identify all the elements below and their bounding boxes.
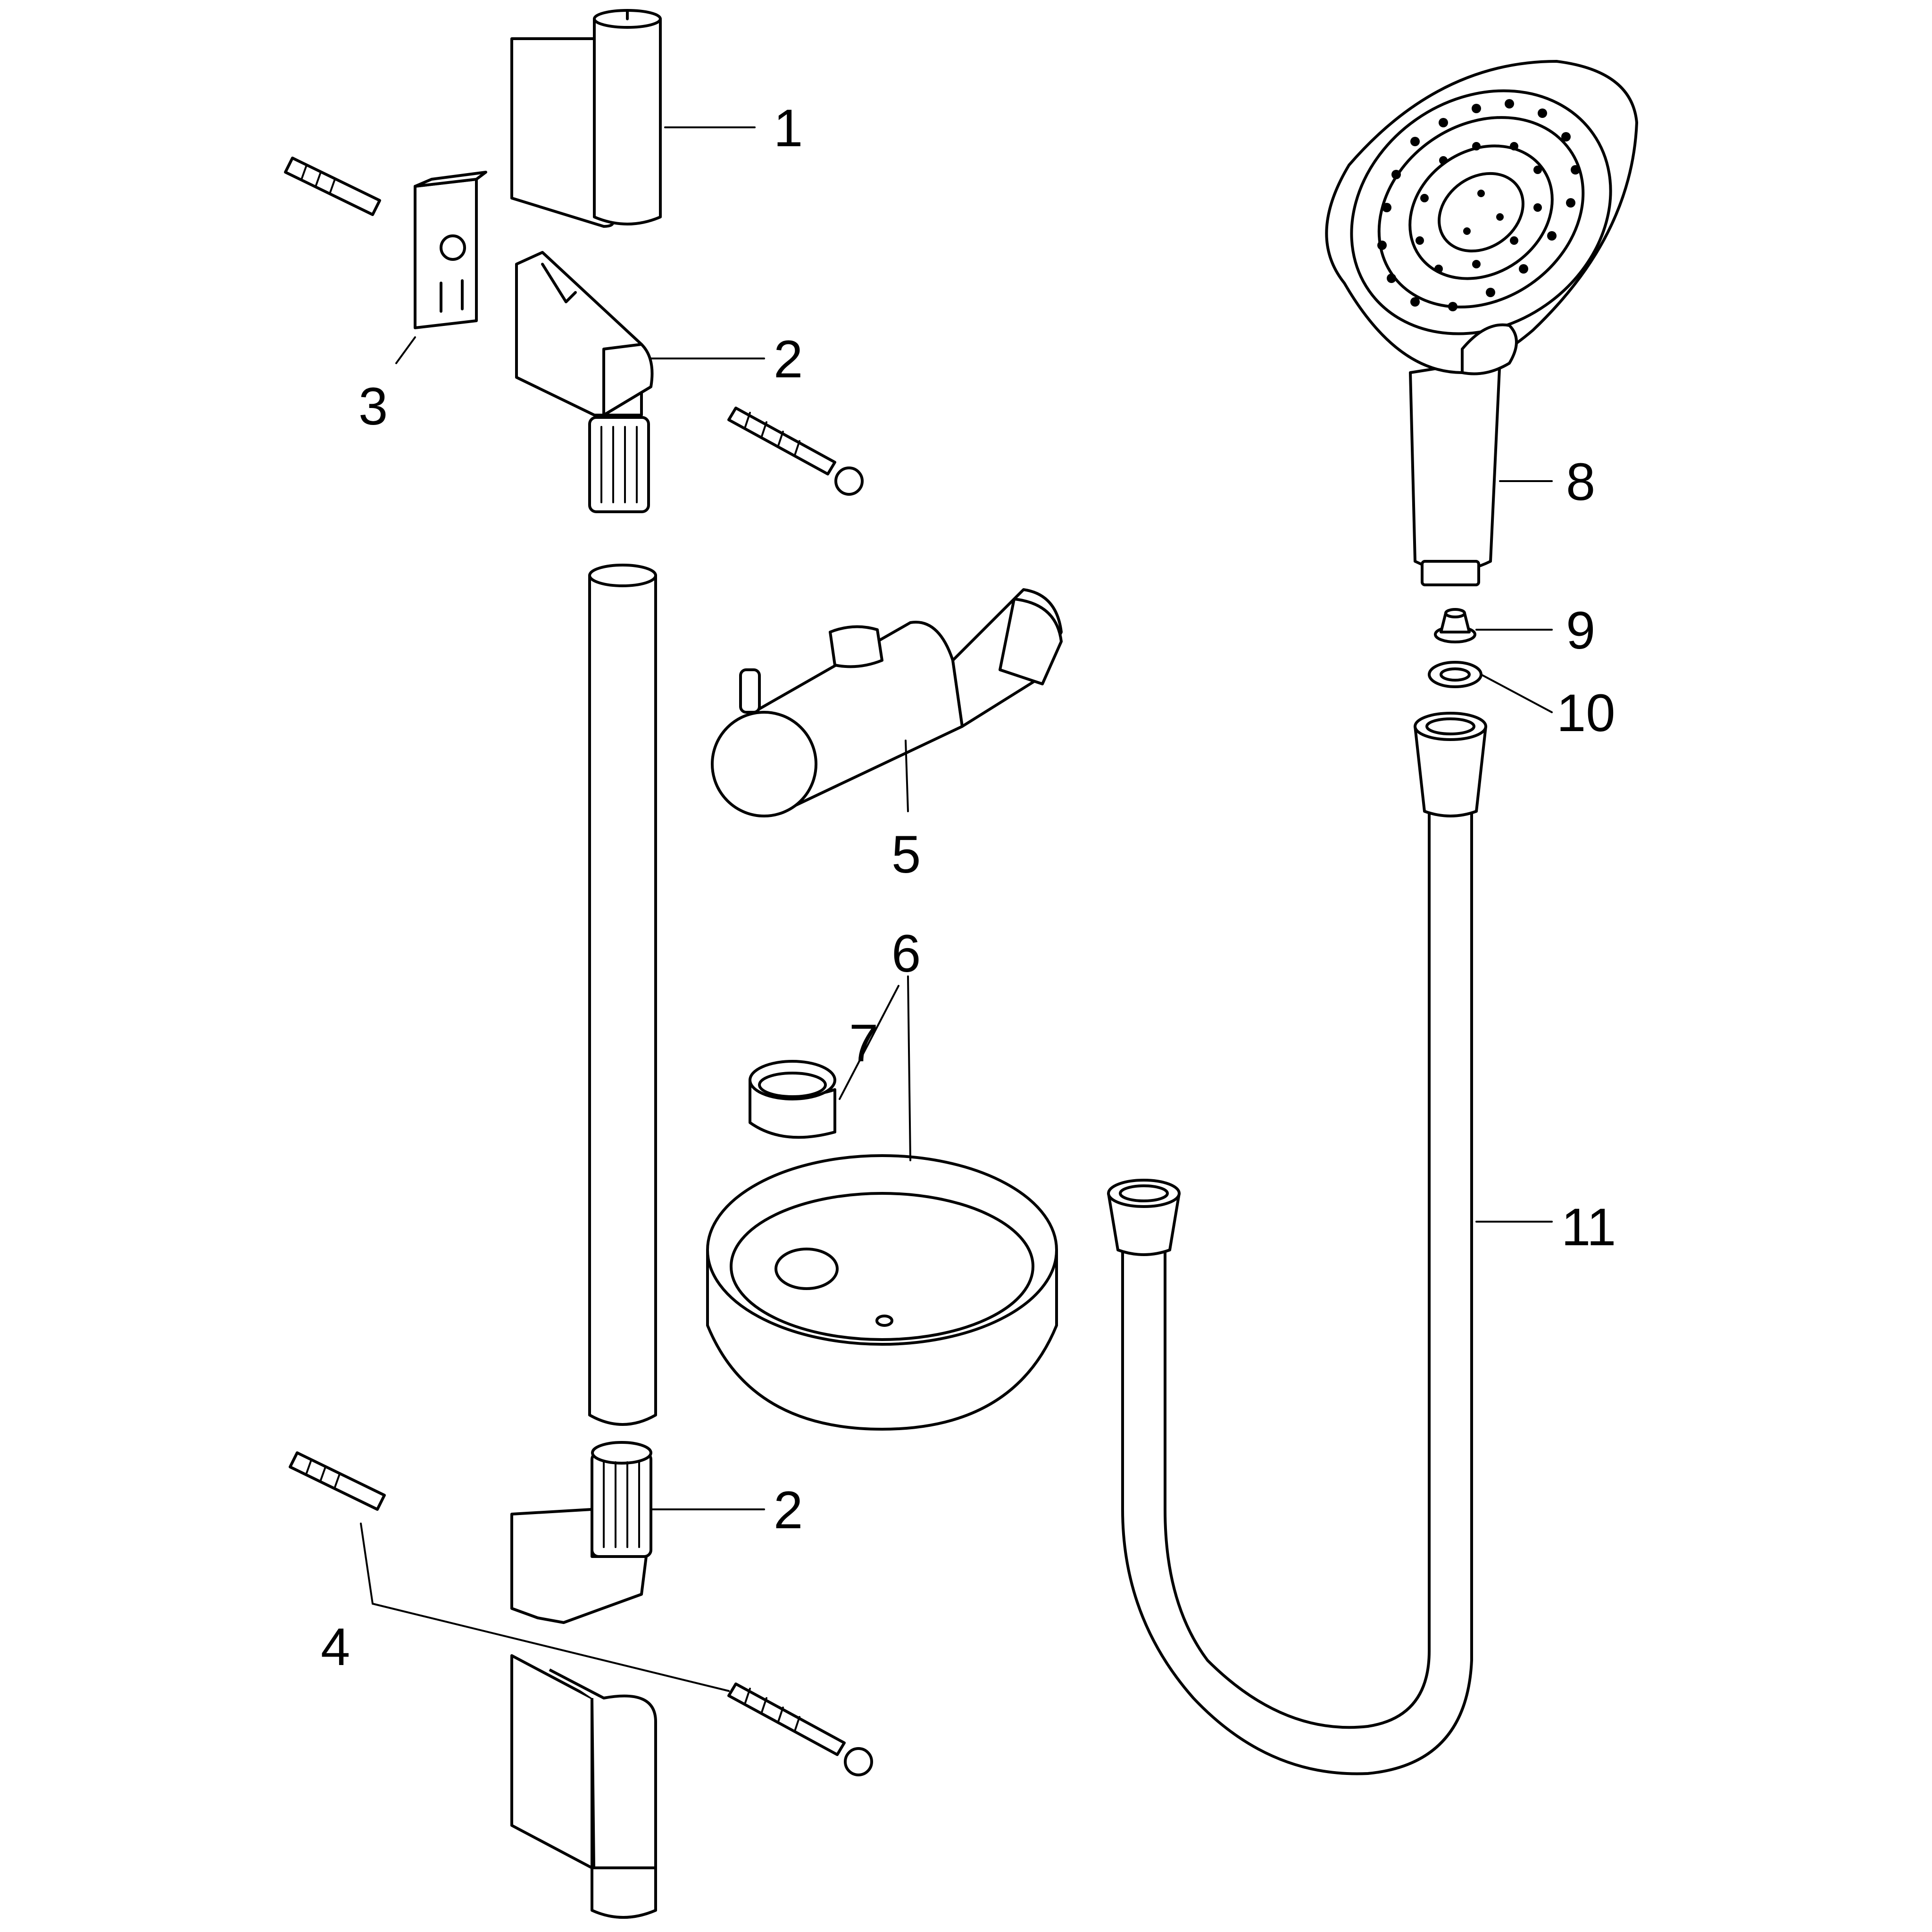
part-hand-shower: [1325, 60, 1638, 586]
slide-rail: [588, 564, 657, 1426]
part-soap-dish: [706, 1154, 1058, 1431]
callout-2-lower: 2: [774, 1481, 803, 1540]
part-bottom-cover: [510, 1654, 657, 1919]
part-washer: [1428, 661, 1482, 688]
wall-plug-lower: [289, 1451, 386, 1511]
part-filter-screen: [1434, 608, 1476, 643]
spray-face-nozzles: [1377, 99, 1585, 311]
part-lower-bracket: [510, 1441, 652, 1624]
part-clip-ring: [749, 1060, 836, 1139]
part-shower-hose: [1107, 712, 1487, 1775]
part-mounting-plate: [414, 171, 487, 329]
part-top-cover: [510, 9, 662, 228]
callout-11: 11: [1561, 1198, 1616, 1257]
part-upper-bracket: [515, 251, 654, 513]
callout-labels: 1 2 3 2 4 5 6 7 8 9 10 11: [321, 99, 1616, 1676]
callout-3: 3: [358, 377, 388, 436]
callout-1: 1: [774, 99, 803, 158]
callout-5: 5: [891, 825, 921, 884]
part-slider-holder: [711, 588, 1063, 817]
callout-2-upper: 2: [774, 330, 803, 389]
ribbed-adapter-upper-ribs: [600, 426, 638, 503]
ribbed-adapter-lower-ribs: [603, 1461, 640, 1548]
wall-plug-top: [284, 157, 381, 216]
callout-10: 10: [1557, 683, 1616, 742]
screw-upper: [727, 407, 864, 496]
callout-7: 7: [849, 1014, 878, 1073]
callout-6: 6: [891, 924, 921, 983]
callout-8: 8: [1566, 452, 1595, 511]
leader-lines: [360, 126, 1553, 1692]
screw-lower: [727, 1682, 873, 1776]
callout-4: 4: [321, 1617, 350, 1676]
callout-9: 9: [1566, 601, 1595, 660]
